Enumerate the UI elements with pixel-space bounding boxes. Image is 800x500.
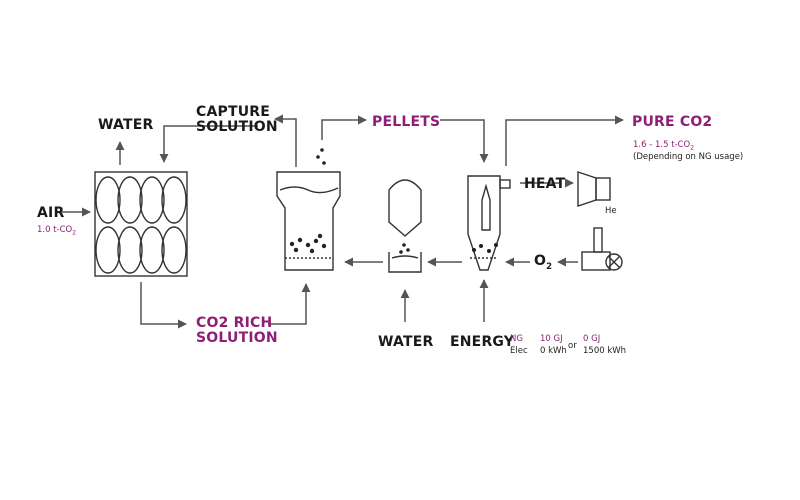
arrow-rich-solution-out bbox=[268, 283, 311, 325]
slaker-vessel bbox=[388, 179, 422, 273]
co2-rich-solution-label: CO2 RICH SOLUTION bbox=[196, 316, 278, 346]
calciner bbox=[467, 175, 511, 271]
pure-co2-label: PURE CO2 bbox=[632, 114, 713, 130]
arrow-pellets-out bbox=[321, 115, 367, 140]
co2-rich-line2: SOLUTION bbox=[196, 330, 278, 346]
turbine bbox=[577, 171, 611, 207]
water-output-label: WATER bbox=[98, 117, 154, 133]
water-input-label: WATER bbox=[378, 334, 434, 350]
pure-co2-note: (Depending on NG usage) bbox=[633, 152, 744, 162]
capture-solution-line2: SOLUTION bbox=[196, 119, 278, 135]
option2-elec: 1500 kWh bbox=[583, 346, 627, 356]
arrow-pure-co2 bbox=[505, 115, 624, 166]
reactor-pellets bbox=[289, 233, 327, 254]
option1-elec: 0 kWh bbox=[540, 346, 567, 356]
air-amount: 1.0 t-CO2 bbox=[37, 225, 77, 237]
option1-ng: 10 GJ bbox=[540, 334, 563, 344]
heat-label: HEAT bbox=[524, 176, 566, 192]
falling-pellets bbox=[316, 148, 326, 165]
arrow-capture-solution bbox=[159, 125, 258, 163]
elec-label: Elec bbox=[510, 346, 528, 356]
air-label: AIR bbox=[37, 205, 65, 221]
arrow-to-capture bbox=[274, 114, 297, 167]
air-contactor bbox=[94, 171, 188, 277]
slaker-drops bbox=[399, 243, 410, 254]
capture-solution-line1: CAPTURE bbox=[196, 104, 271, 120]
option2-ng: 0 GJ bbox=[583, 334, 601, 344]
energy-label: ENERGY bbox=[450, 334, 515, 350]
pure-co2-amount: 1.6 - 1.5 t-CO2 bbox=[633, 140, 695, 152]
helium-label: He bbox=[605, 206, 617, 216]
calciner-pellets bbox=[472, 243, 498, 253]
pellet-reactor bbox=[276, 171, 341, 271]
capture-solution-label: CAPTURE SOLUTION bbox=[196, 105, 278, 135]
or-label: or bbox=[568, 341, 577, 351]
arrow-pellets-in bbox=[440, 119, 489, 163]
arrow-rich-solution-in bbox=[140, 282, 187, 329]
co2-rich-line1: CO2 RICH bbox=[196, 315, 273, 331]
oxygen-label: O2 bbox=[534, 253, 553, 272]
air-separation-unit bbox=[581, 227, 623, 271]
flow-arrows bbox=[60, 114, 624, 329]
pellets-label: PELLETS bbox=[372, 114, 441, 130]
ng-label: NG bbox=[510, 334, 523, 344]
